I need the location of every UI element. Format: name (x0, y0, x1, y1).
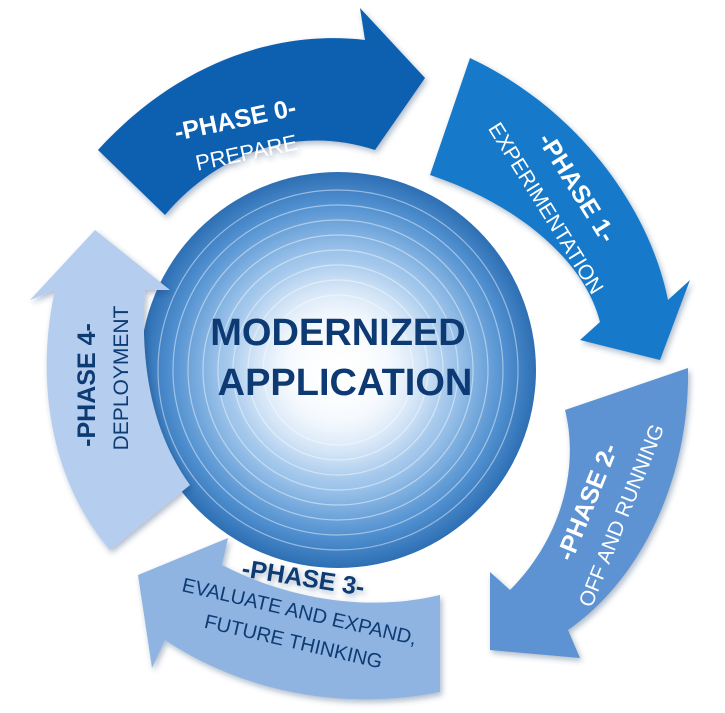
center-title-line1: MODERNIZED (210, 312, 465, 354)
center-title-line2: APPLICATION (218, 362, 473, 404)
phase-4-subtitle: DEPLOYMENT (110, 305, 133, 450)
phase-4-title: -PHASE 4- (73, 323, 101, 447)
